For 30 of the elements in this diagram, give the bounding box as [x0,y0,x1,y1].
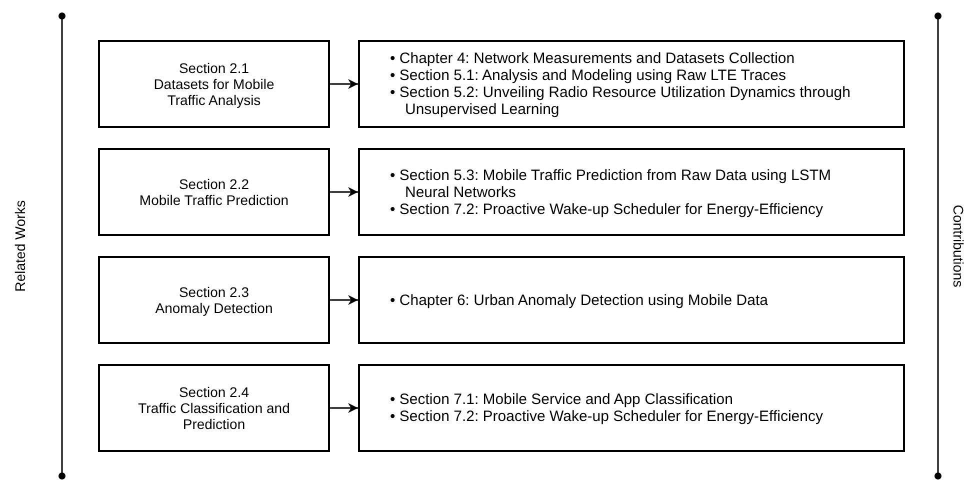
arrow [330,403,358,413]
bullet-item: • Section 5.3: Mobile Traffic Prediction from Raw Data using LSTM Neural Networks [390,166,832,200]
section-box [98,256,330,344]
contribution-box [358,364,905,452]
bullet-item: • Section 7.1: Mobile Service and App Classification [390,391,734,408]
axis-label: Contributions [950,204,966,288]
bullet-item: • Section 7.2: Proactive Wake-up Scheduler for Energy-Efficiency [390,408,824,425]
bullet-item: • Chapter 4: Network Measurements and Datasets Collection [390,50,796,67]
section-box [98,364,330,452]
section-number: Section 2.3 [178,284,250,300]
section-number: Section 2.2 [178,176,250,192]
arrow [330,79,358,89]
contribution-box [358,256,905,344]
section-title: Datasets for Mobile Traffic Analysis [152,76,276,108]
bullet-item: • Chapter 6: Urban Anomaly Detection using Mobile Data [390,292,769,308]
section-title: Mobile Traffic Prediction [139,192,289,208]
section-number: Section 2.1 [178,60,250,76]
contribution-box [358,148,905,236]
bullet-item: • Section 5.2: Unveiling Radio Resource Utilization Dynamics through Unsupervised Learning [390,84,852,118]
arrow [330,187,358,197]
section-box [98,40,330,128]
section-box [98,148,330,236]
section-title: Traffic Classification and Prediction [137,400,291,432]
contribution-box [358,40,905,128]
section-title: Anomaly Detection [155,300,273,316]
section-number: Section 2.4 [178,384,250,400]
bullet-item: • Section 5.1: Analysis and Modeling using Raw LTE Traces [390,67,788,84]
bullet-item: • Section 7.2: Proactive Wake-up Scheduler for Energy-Efficiency [390,200,824,218]
arrow [330,295,358,305]
axis-label: Related Works [12,200,28,292]
